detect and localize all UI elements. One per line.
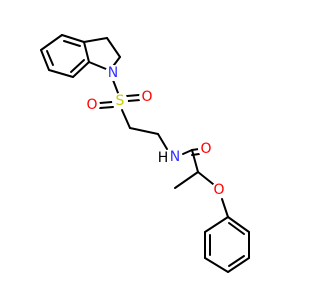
bond (126, 94, 140, 97)
bond (127, 99, 141, 102)
chemical-structure-diagram: N S O O N H O O (40, 34, 250, 273)
bond (129, 127, 159, 135)
bond (70, 59, 85, 73)
indoline-nitrogen-atom: N (105, 65, 121, 81)
bond (227, 216, 250, 233)
bond (227, 257, 250, 273)
sulfonyl-oxygen-left-label: O (86, 97, 97, 113)
amide-nitrogen-label: N (170, 149, 180, 165)
bond (106, 37, 121, 58)
amide-hydrogen-atom: H (154, 150, 170, 166)
bond (228, 255, 245, 267)
bond-lines (40, 34, 250, 273)
bond (48, 69, 74, 78)
bond (197, 171, 214, 185)
bond (191, 148, 200, 151)
sulfonyl-sulfur-atom: S (112, 93, 128, 109)
bond (83, 37, 108, 43)
bond (112, 79, 119, 94)
carbonyl-oxygen-label: O (200, 141, 211, 157)
bond (228, 222, 245, 235)
amide-nitrogen-atom: N (166, 149, 182, 165)
bond (182, 149, 193, 155)
bond (72, 61, 90, 78)
bond (83, 41, 90, 63)
carbonyl-oxygen-atom: O (198, 141, 214, 157)
bond (121, 109, 131, 129)
bond (157, 133, 168, 150)
ether-oxygen-label: O (213, 182, 224, 198)
indoline-nitrogen-label: N (108, 65, 118, 81)
bond (99, 101, 113, 104)
amide-hydrogen-label: H (158, 150, 169, 166)
bond (174, 171, 199, 189)
atom-labels: N S O O N H O O (84, 65, 227, 198)
bond (204, 257, 229, 273)
sulfonyl-oxygen-right-atom: O (139, 89, 155, 105)
bond (204, 216, 229, 233)
sulfonyl-oxygen-right-label: O (141, 89, 152, 105)
bond (63, 40, 81, 47)
sulfonyl-sulfur-label: S (116, 93, 125, 109)
sulfonyl-oxygen-left-atom: O (84, 97, 100, 113)
bond (221, 198, 229, 218)
bond (99, 106, 114, 109)
bond (191, 149, 199, 173)
bond (40, 49, 50, 71)
bond (40, 34, 63, 51)
bond (61, 34, 85, 43)
bond (46, 50, 54, 66)
bond (88, 61, 107, 70)
ether-oxygen-atom: O (211, 182, 227, 198)
